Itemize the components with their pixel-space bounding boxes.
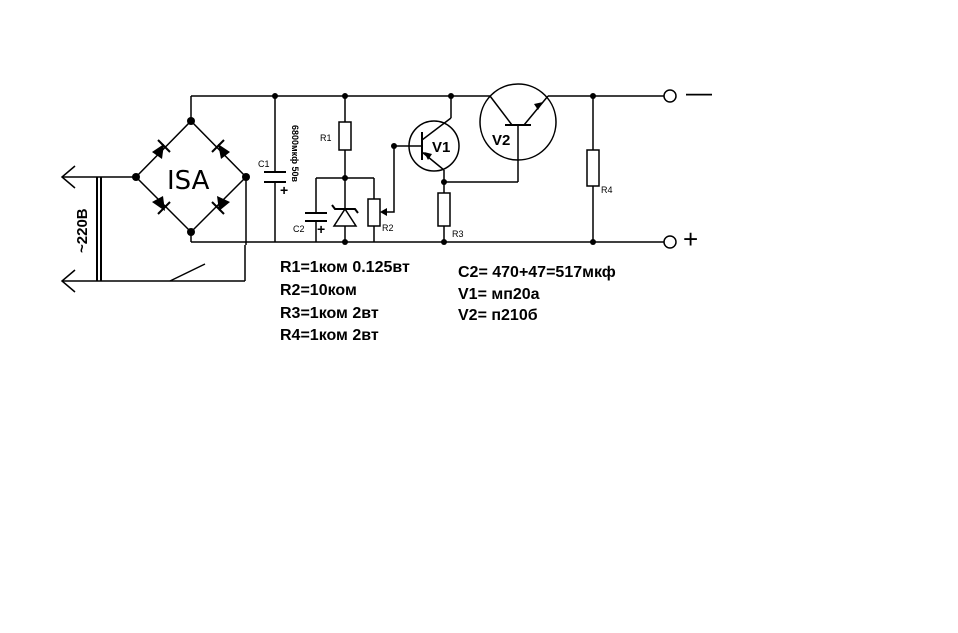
- bridge-label: ISA: [167, 166, 210, 196]
- capacitor-c2: C2 +: [293, 178, 327, 242]
- mains-input: ~220В: [60, 165, 245, 293]
- power-switch: [169, 245, 246, 282]
- output-plus-sign: +: [683, 224, 698, 254]
- potentiometer-r2: R2: [367, 146, 395, 242]
- resistor-r1: R1: [320, 96, 352, 178]
- resistor-r3: R3: [437, 182, 464, 242]
- v2-label: V2: [492, 132, 510, 149]
- output-minus-terminal: [663, 89, 677, 103]
- v1-label: V1: [432, 139, 450, 156]
- c2-label: C2: [293, 224, 305, 234]
- bridge-diode: [211, 139, 230, 159]
- rails: [190, 93, 664, 245]
- transistor-v2: V2: [444, 83, 557, 183]
- diode-bridge: ISA: [132, 117, 250, 236]
- spec-v1: V1= мп20а: [458, 286, 540, 303]
- zener-diode: [331, 178, 359, 242]
- component-specs: R1=1ком 0.125вт R2=10ком R3=1ком 2вт R4=…: [280, 259, 616, 344]
- r2-label: R2: [382, 223, 394, 233]
- spec-v2: V2= п210б: [458, 307, 538, 324]
- bridge-diode: [211, 196, 230, 215]
- capacitor-c1: C1 + 6800мкф 50в: [258, 96, 300, 242]
- c1-value-label: 6800мкф 50в: [290, 125, 300, 182]
- output-minus-sign: —: [686, 77, 712, 107]
- output-terminals: — +: [663, 77, 712, 254]
- r3-label: R3: [452, 229, 464, 239]
- mains-voltage-label: ~220В: [74, 208, 91, 253]
- transistor-v1: V1: [391, 96, 460, 182]
- c1-plus-sign: +: [280, 182, 288, 198]
- resistor-r4: R4: [586, 96, 613, 242]
- bridge-diode: [152, 196, 171, 215]
- r4-label: R4: [601, 185, 613, 195]
- c1-label: C1: [258, 159, 270, 169]
- r1-label: R1: [320, 133, 332, 143]
- c2-plus-sign: +: [317, 221, 325, 237]
- spec-r2: R2=10ком: [280, 282, 357, 299]
- spec-r4: R4=1ком 2вт: [280, 327, 379, 344]
- output-plus-terminal: [663, 235, 677, 249]
- bridge-diode: [152, 139, 171, 159]
- spec-r3: R3=1ком 2вт: [280, 305, 379, 322]
- spec-r1: R1=1ком 0.125вт: [280, 259, 410, 276]
- spec-c2: C2= 470+47=517мкф: [458, 264, 616, 281]
